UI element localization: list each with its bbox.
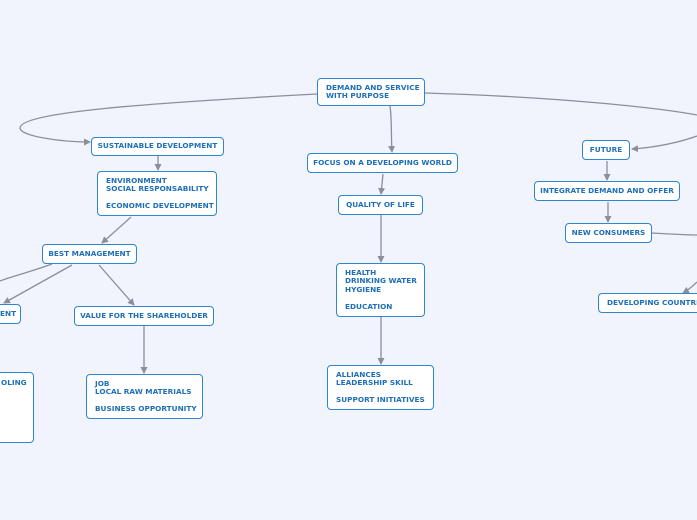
node-focus-developing-world[interactable]: FOCUS ON A DEVELOPING WORLD [307,153,458,173]
node-best-management[interactable]: BEST MANAGEMENT [42,244,137,264]
node-value-shareholder[interactable]: VALUE FOR THE SHAREHOLDER [74,306,214,326]
node-new-consumers[interactable]: NEW CONSUMERS [565,223,652,243]
node-alliances-detail[interactable]: ALLIANCES LEADERSHIP SKILL SUPPORT INITI… [327,365,434,410]
node-oling-partial[interactable]: OLING [0,372,34,443]
node-sustainable-detail[interactable]: ENVIRONMENT SOCIAL RESPONSABILITY ECONOM… [97,171,217,216]
connector-root-future [424,92,697,116]
node-root[interactable]: DEMAND AND SERVICE WITH PURPOSE [317,78,425,106]
connector-focus-quality [378,173,386,195]
connector-best-ent [3,264,73,304]
node-ent-partial[interactable]: ENT [0,304,21,324]
connector-offscreen-future [631,135,697,153]
node-developing-countries[interactable]: DEVELOPING COUNTRIES [598,293,697,313]
connector-best-left-offscreen [0,263,53,282]
connector-newconsumers-offscreen [651,232,697,236]
connector-offscreen-developing [682,281,697,294]
node-integrate-demand-offer[interactable]: INTEGRATE DEMAND AND OFFER [534,181,680,201]
connector-root-sustainable [19,93,318,146]
connector-root-focus [388,105,396,153]
node-quality-of-life[interactable]: QUALITY OF LIFE [338,195,423,215]
connector-detail-best [101,216,132,244]
connector-best-value [98,264,135,306]
node-health-detail[interactable]: HEALTH DRINKING WATER HYGIENE EDUCATION [336,263,425,317]
node-sustainable-development[interactable]: SUSTAINABLE DEVELOPMENT [91,137,224,156]
node-future[interactable]: FUTURE [582,140,630,160]
node-job-detail[interactable]: JOB LOCAL RAW MATERIALS BUSINESS OPPORTU… [86,374,203,419]
